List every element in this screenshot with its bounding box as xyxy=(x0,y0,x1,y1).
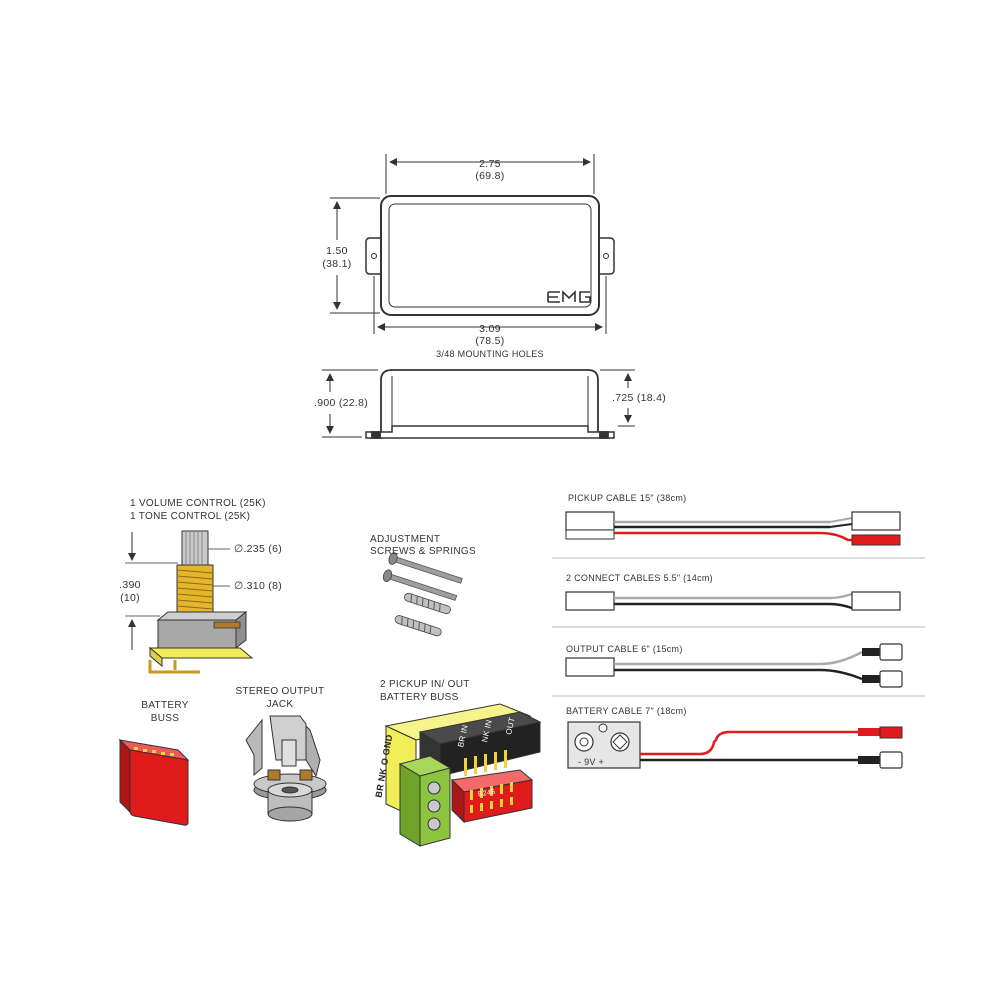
height-dimension xyxy=(330,197,380,314)
jack-label-2: JACK xyxy=(266,699,294,710)
battery-clip-label: - 9V + xyxy=(578,757,605,767)
mounting-holes-note: 3/48 MOUNTING HOLES xyxy=(436,349,544,359)
battery-buss-label-2: BUSS xyxy=(150,713,180,724)
battery-cable-drawing xyxy=(567,721,903,769)
battery-cable-label: BATTERY CABLE 7" (18cm) xyxy=(566,706,687,716)
cable-dividers xyxy=(552,557,925,697)
connect-cable-label: 2 CONNECT CABLES 5.5" (14cm) xyxy=(566,573,713,583)
pickup-width-mm: (69.8) xyxy=(475,170,505,182)
pickup-buss-label-2: BATTERY BUSS xyxy=(380,692,459,703)
output-cable-label: OUTPUT CABLE 6" (15cm) xyxy=(566,644,683,654)
total-height: .900 (22.8) xyxy=(314,397,369,409)
shaft-diameter: ∅.235 (6) xyxy=(234,543,283,555)
jack-label-1: STEREO OUTPUT xyxy=(235,686,325,697)
pickup-buss-board xyxy=(384,703,542,847)
emg-logo xyxy=(547,290,591,303)
battery-buss-label-1: BATTERY xyxy=(141,700,189,711)
pickup-cable-label: PICKUP CABLE 15" (38cm) xyxy=(568,493,687,503)
screws-and-springs xyxy=(382,552,463,637)
pot-volume-label: 1 VOLUME CONTROL (25K) xyxy=(130,498,266,509)
pickup-height-in: 1.50 xyxy=(326,245,348,257)
screws-label-1: ADJUSTMENT xyxy=(370,534,441,545)
mount-width-in: 3.09 xyxy=(479,323,501,335)
pickup-cable-drawing xyxy=(565,511,901,546)
pot-length-in: .390 xyxy=(119,579,141,591)
output-cable-drawing xyxy=(565,643,903,688)
pot-tone-label: 1 TONE CONTROL (25K) xyxy=(130,511,251,522)
pot-dim-leaders xyxy=(208,548,230,587)
pickup-height-mm: (38.1) xyxy=(322,258,352,270)
width-dimension xyxy=(385,154,595,194)
pickup-side-view xyxy=(365,369,615,439)
mount-width-mm: (78.5) xyxy=(475,335,505,347)
body-height: .725 (18.4) xyxy=(612,392,667,404)
mount-dimension xyxy=(373,276,607,334)
connect-cable-drawing xyxy=(565,591,901,611)
pot-length-mm: (10) xyxy=(120,592,140,604)
pickup-buss-label-1: 2 PICKUP IN/ OUT xyxy=(380,679,470,690)
stereo-jack-icon xyxy=(245,715,327,822)
potentiometer xyxy=(125,530,254,674)
pickup-width-in: 2.75 xyxy=(479,158,501,170)
battery-buss-icon xyxy=(118,738,190,826)
screws-label-2: SCREWS & SPRINGS xyxy=(370,546,476,557)
thread-diameter: ∅.310 (8) xyxy=(234,580,283,592)
side-dimensions xyxy=(322,369,635,438)
pickup-top-view xyxy=(365,195,615,316)
